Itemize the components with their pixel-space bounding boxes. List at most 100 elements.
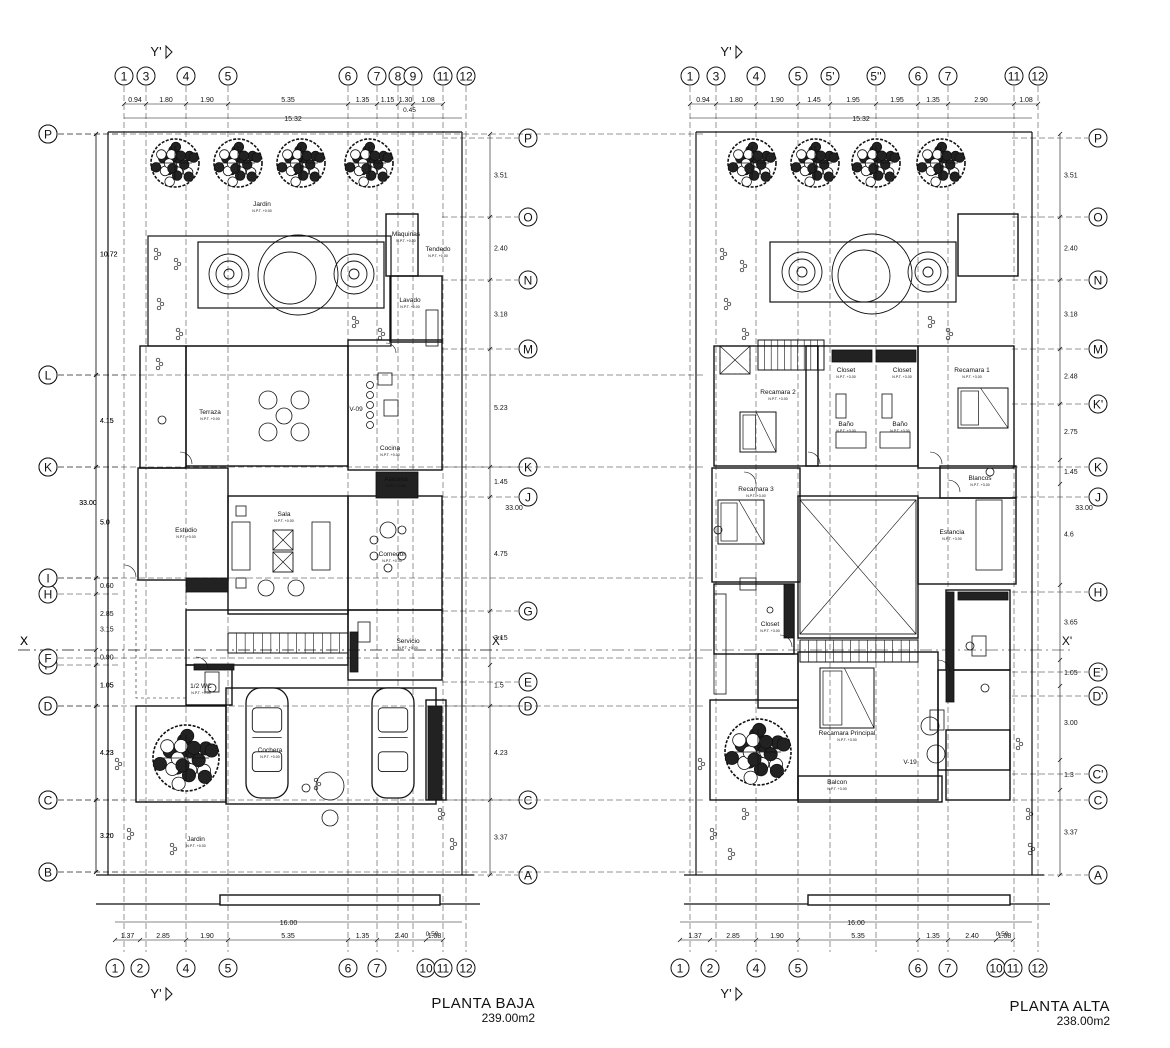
grid-bubble-label: 7 <box>374 962 381 976</box>
dim-total-top: 15.32 <box>284 116 302 123</box>
tree-leaf <box>790 162 802 173</box>
tree-leaf <box>276 162 288 173</box>
grid-bubble-column-bottom: 7 <box>938 958 958 978</box>
shrub-dot <box>173 257 179 263</box>
tree-leaf <box>765 152 776 163</box>
dim-label: 1.95 <box>846 97 860 104</box>
room-level-note: N.P.T. +0.00 <box>176 535 195 539</box>
door-swing <box>937 659 951 673</box>
door-swing <box>385 342 397 354</box>
chair-icon <box>366 411 374 419</box>
chair-icon <box>379 521 397 539</box>
grid-bubble-row-right: J <box>518 487 538 507</box>
dim-label: 4.6 <box>1064 532 1074 539</box>
grid-bubble-label: M <box>523 343 533 357</box>
tree-icon <box>790 138 840 188</box>
tree-leaf <box>796 149 807 160</box>
tree-leaf <box>152 756 167 771</box>
grid-bubble-row-right: M <box>1088 339 1108 359</box>
furniture <box>357 621 371 643</box>
grid-bubble-label: 6 <box>915 70 922 84</box>
shrub-icon <box>377 327 386 341</box>
room-label: Closet <box>761 621 780 628</box>
dim-label: 2.48 <box>1064 374 1078 381</box>
shrub-dot <box>313 777 319 783</box>
pool-ring <box>788 258 816 286</box>
tree-leaf <box>752 722 767 737</box>
tree-icon <box>152 724 220 792</box>
grid-bubble-circle <box>38 696 58 716</box>
grid-bubble-label: 4 <box>753 962 760 976</box>
shrub-icon <box>723 297 732 311</box>
grid-bubble-row-right: K <box>1088 457 1108 477</box>
grid-bubble-column-top: 7 <box>367 66 387 86</box>
grid-bubble-row-left: B <box>38 862 58 882</box>
bed-frame <box>717 499 765 545</box>
dim-tick <box>1057 401 1063 407</box>
grid-bubble-circle <box>908 66 928 86</box>
grid-bubble-column-top: 7 <box>938 66 958 86</box>
shrub-dot <box>722 251 728 257</box>
grid-bubble-label: H <box>1094 586 1103 600</box>
chair-icon <box>926 744 946 764</box>
sidewalk-curb <box>807 894 1011 906</box>
grid-bubble-label: C <box>44 794 53 808</box>
door-swing <box>195 656 209 670</box>
dim-label: 1.3 <box>1064 772 1074 779</box>
dim-label: 2.40 <box>965 933 979 940</box>
car-body <box>371 687 415 799</box>
dim-label: 1.08 <box>1019 97 1033 104</box>
grid-bubble-label: J <box>1095 491 1101 505</box>
shrub-dot <box>730 851 736 857</box>
grid-bubble-circle <box>938 958 958 978</box>
grid-bubble-label: 2 <box>137 962 144 976</box>
void-diagonal <box>719 345 751 375</box>
shrub-dot <box>169 850 175 856</box>
grid-bubble-row-left: D <box>38 696 58 716</box>
axis-y-label-top: Y' <box>150 44 161 59</box>
grid-bubble-column-top: 3 <box>136 66 156 86</box>
shrub-icon <box>727 847 736 861</box>
tree-leaf <box>350 149 361 160</box>
dim-tick <box>795 937 801 943</box>
grid-bubble-circle <box>1088 128 1108 148</box>
pool-arc <box>263 251 317 305</box>
shrub-dot <box>948 331 954 337</box>
room-level-note: N.P.T. +0.00 <box>274 519 293 523</box>
shrub-dot <box>173 265 179 271</box>
dim-total-top: 15.32 <box>852 116 870 123</box>
grid-bubble-circle <box>1088 394 1108 414</box>
grid-bubble-row-right: H <box>1088 582 1108 602</box>
room-label: Cochera <box>258 747 283 754</box>
shrub-dot <box>126 835 132 841</box>
grid-bubble-label: 5 <box>225 962 232 976</box>
grid-bubble-row-left: F <box>38 648 58 668</box>
wall-solid <box>427 705 443 801</box>
dim-label: 2.85 <box>726 933 740 940</box>
dim-label: 3.18 <box>494 312 508 319</box>
dim-label: 10.72 <box>100 252 118 259</box>
dim-label: 10.72 <box>100 252 118 259</box>
tree-icon <box>724 718 792 786</box>
tree-leaf <box>360 149 371 160</box>
grid-bubble-column-bottom: 10 <box>416 958 436 978</box>
shrub-dot <box>1015 737 1021 743</box>
wall <box>389 275 443 343</box>
pool-arc <box>837 249 891 303</box>
shrub-dot <box>727 847 733 853</box>
grid-bubble-label: 1 <box>687 70 694 84</box>
room-label: Baño <box>838 421 854 428</box>
shrub-dot <box>114 765 120 771</box>
grid-bubble-label: 1 <box>677 962 684 976</box>
tree-leaf <box>230 163 241 174</box>
chair-icon <box>369 551 379 561</box>
grid-bubble-circle <box>176 66 196 86</box>
dim-label: 1.37 <box>121 933 135 940</box>
car-icon <box>245 687 289 799</box>
grid-bubble-label: 11 <box>437 962 450 976</box>
shrub-dot <box>1025 815 1031 821</box>
tree-leaf <box>183 171 194 182</box>
dim-label: 1.05 <box>1064 670 1078 677</box>
room-label: Recamara 1 <box>954 367 990 374</box>
